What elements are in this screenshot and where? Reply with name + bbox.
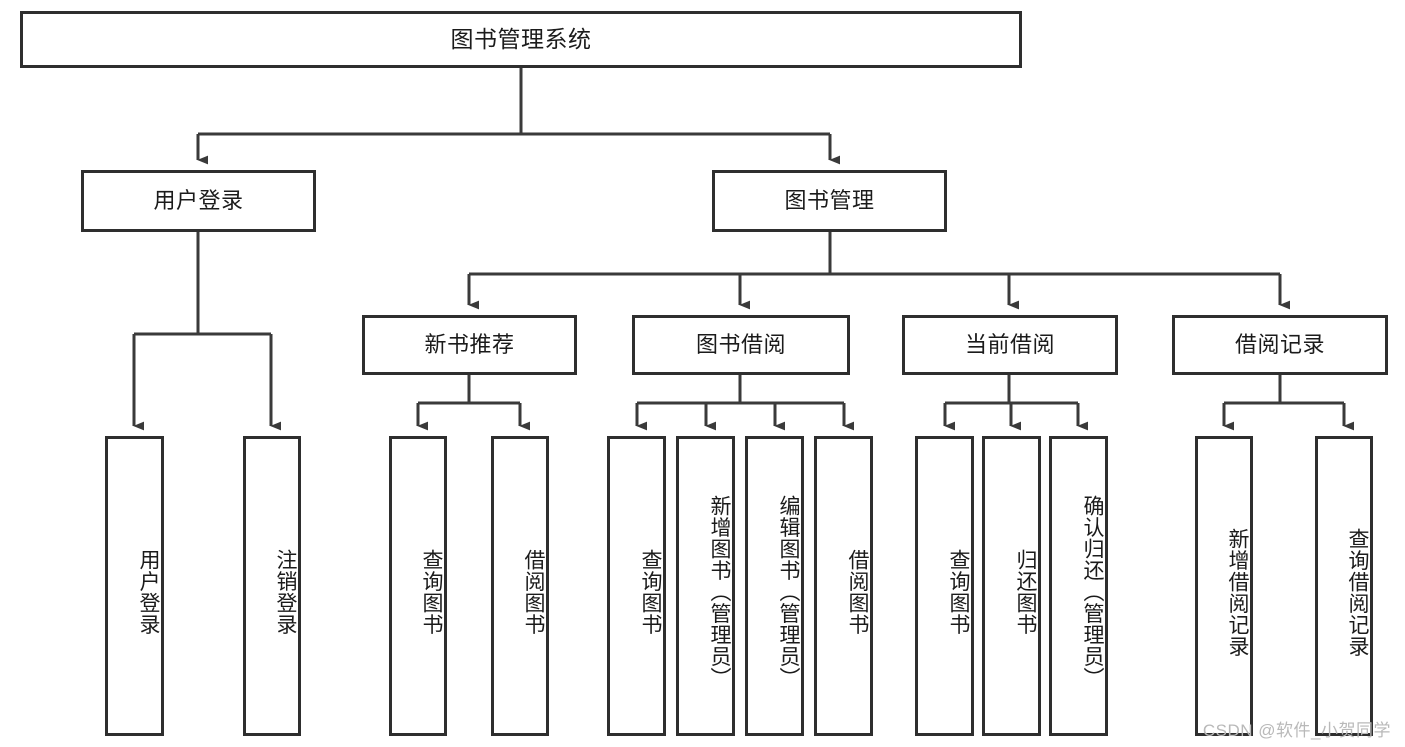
leaf-add-book[interactable]: 新增图书（管理员） [676,436,735,736]
node-book-manage-label: 图书管理 [784,187,875,213]
leaf-user-login-label: 用户登录 [137,549,160,635]
leaf-edit-book[interactable]: 编辑图书（管理员） [745,436,804,736]
leaf-borrow-book-1[interactable]: 借阅图书 [491,436,549,736]
node-new-book-recommend[interactable]: 新书推荐 [362,315,577,375]
leaf-confirm-return-label: 确认归还（管理员） [1081,495,1104,689]
csdn-watermark: CSDN @软件_小贺同学 [1202,721,1391,740]
leaf-query-book-2[interactable]: 查询图书 [607,436,666,736]
leaf-query-book-3[interactable]: 查询图书 [915,436,974,736]
leaf-query-book-1-label: 查询图书 [420,549,443,635]
node-current-borrow-label: 当前借阅 [964,331,1055,357]
node-book-borrow-label: 图书借阅 [695,331,786,357]
leaf-query-record[interactable]: 查询借阅记录 [1315,436,1373,736]
leaf-query-record-label: 查询借阅记录 [1346,527,1369,657]
node-user-login[interactable]: 用户登录 [81,170,316,232]
leaf-user-login[interactable]: 用户登录 [105,436,164,736]
leaf-query-book-1[interactable]: 查询图书 [389,436,447,736]
leaf-return-book-label: 归还图书 [1014,549,1037,635]
leaf-edit-book-label: 编辑图书（管理员） [777,495,800,689]
leaf-borrow-book-2[interactable]: 借阅图书 [814,436,873,736]
node-current-borrow[interactable]: 当前借阅 [902,315,1118,375]
node-borrow-record-label: 借阅记录 [1234,331,1325,357]
leaf-add-record-label: 新增借阅记录 [1226,527,1249,657]
node-new-book-recommend-label: 新书推荐 [424,331,515,357]
node-root[interactable]: 图书管理系统 [20,11,1022,68]
leaf-add-record[interactable]: 新增借阅记录 [1195,436,1253,736]
leaf-add-book-label: 新增图书（管理员） [708,495,731,689]
node-borrow-record[interactable]: 借阅记录 [1172,315,1388,375]
node-user-login-label: 用户登录 [153,187,244,213]
leaf-confirm-return[interactable]: 确认归还（管理员） [1049,436,1108,736]
node-book-borrow[interactable]: 图书借阅 [632,315,850,375]
leaf-borrow-book-2-label: 借阅图书 [846,549,869,635]
leaf-query-book-2-label: 查询图书 [639,549,662,635]
node-book-manage[interactable]: 图书管理 [712,170,947,232]
leaf-logout[interactable]: 注销登录 [243,436,301,736]
leaf-borrow-book-1-label: 借阅图书 [522,549,545,635]
node-root-label: 图书管理系统 [450,25,592,52]
leaf-logout-label: 注销登录 [274,549,297,635]
leaf-query-book-3-label: 查询图书 [947,549,970,635]
leaf-return-book[interactable]: 归还图书 [982,436,1041,736]
